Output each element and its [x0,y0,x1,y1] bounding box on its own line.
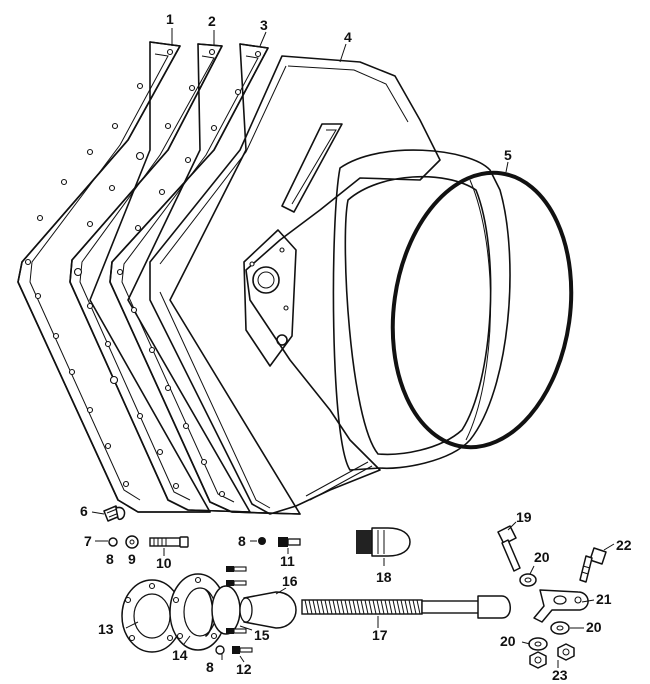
washer-7 [108,537,118,547]
callout-6: 6 [80,503,88,519]
thread-tick [348,599,353,615]
callout-8a: 8 [106,551,114,567]
washer-9 [125,535,139,549]
callout-21: 21 [596,591,612,607]
callout-13: 13 [98,621,114,637]
thread-tick [372,599,377,615]
flange-14 [169,573,227,651]
callout-19: 19 [516,509,532,525]
callout-22: 22 [616,537,632,553]
callout-23: 23 [552,667,568,683]
washer-20-upper [519,573,537,587]
bolt-11 [278,537,301,547]
gasket-plate-2 [69,43,251,513]
nut-23-right [557,643,575,661]
callout-8b: 8 [238,533,246,549]
thread-tick [336,599,341,615]
callout-9: 9 [128,551,136,567]
thread-tick [392,599,397,615]
callout-7: 7 [84,533,92,549]
thread-tick [304,599,309,615]
gasket-plate-1 [17,41,211,513]
thread-tick [376,599,381,615]
bolt-19 [497,525,521,572]
o-ring-5 [390,170,574,450]
callout-8c: 8 [206,659,214,675]
washer-20-right [550,621,570,635]
thread-tick [308,599,313,615]
callouts: 1 2 3 4 5 6 7 8 9 10 8 11 18 19 20 22 13… [80,11,632,683]
thread-tick [324,599,329,615]
thread-tick [400,599,405,615]
washer-20-left [528,637,548,651]
callout-2: 2 [208,13,216,29]
thread-tick [404,599,409,615]
callout-4: 4 [344,29,352,45]
callout-1: 1 [166,11,174,27]
thread-tick [344,599,349,615]
bracket-21 [533,589,589,623]
callout-15: 15 [254,627,270,643]
nut-23-left [529,651,547,669]
thread-tick [316,599,321,615]
thread-tick [328,599,333,615]
callout-16: 16 [282,573,298,589]
thread-tick [332,599,337,615]
callout-5: 5 [504,147,512,163]
stud-10 [149,536,189,548]
callout-10: 10 [156,555,172,571]
callout-14: 14 [172,647,188,663]
washer-8-upper [258,537,266,545]
callout-18: 18 [376,569,392,585]
callout-20c: 20 [500,633,516,649]
housing-cover-4 [149,55,511,515]
bolt-12 [232,646,253,654]
thread-tick [380,599,385,615]
bolt-set-flange [226,566,247,634]
thread-tick [356,599,361,615]
thread-tick [312,599,317,615]
thread-tick [364,599,369,615]
callout-17: 17 [372,627,388,643]
thread-tick [388,599,393,615]
callout-11: 11 [280,553,295,569]
thread-tick [416,599,421,615]
thread-tick [384,599,389,615]
threaded-rod-17 [301,595,511,619]
bolt-22 [579,547,607,583]
callout-20a: 20 [534,549,550,565]
fitting-18 [356,527,411,557]
ring-15 [211,585,241,635]
thread-tick [320,599,325,615]
thread-tick [360,599,365,615]
thread-tick [412,599,417,615]
callout-20b: 20 [586,619,602,635]
screw-6 [103,505,126,522]
callout-3: 3 [260,17,268,33]
washer-8-lower [215,645,225,655]
thread-tick [396,599,401,615]
thread-tick [408,599,413,615]
callout-12: 12 [236,661,252,677]
leader-lines [91,28,615,668]
cone-nozzle-16 [239,591,297,629]
gasket-plate-3 [109,43,301,515]
thread-tick [340,599,345,615]
thread-tick [352,599,357,615]
thread-tick [368,599,373,615]
